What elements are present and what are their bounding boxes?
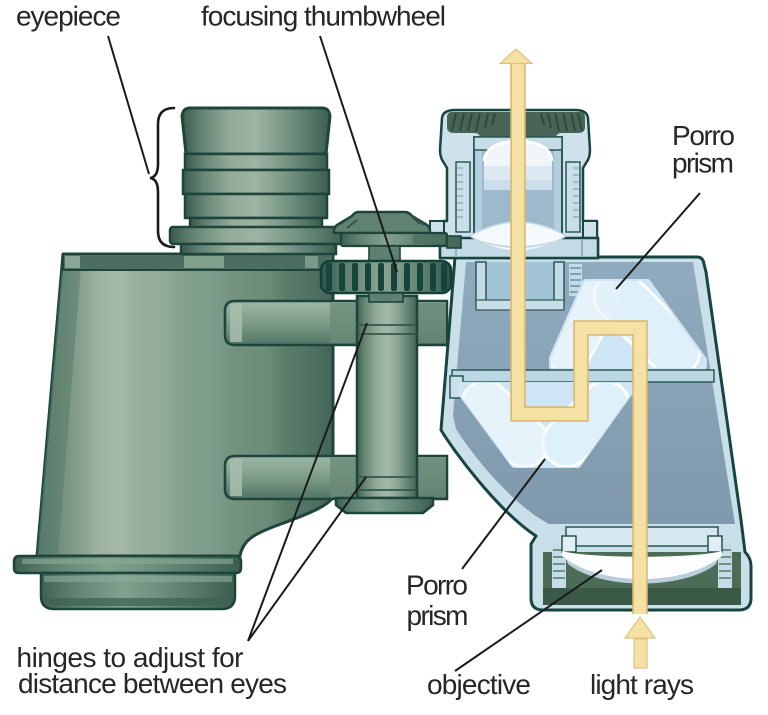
svg-text:prism: prism	[407, 600, 469, 631]
svg-text:hinges to adjust for: hinges to adjust for	[17, 642, 244, 673]
svg-text:light rays: light rays	[590, 669, 694, 700]
svg-text:eyepiece: eyepiece	[16, 1, 121, 32]
svg-text:focusing thumbwheel: focusing thumbwheel	[201, 1, 446, 32]
svg-text:distance between eyes: distance between eyes	[18, 668, 287, 699]
svg-text:prism: prism	[672, 148, 734, 179]
svg-text:objective: objective	[427, 669, 531, 700]
svg-text:Porro: Porro	[672, 120, 735, 151]
svg-text:Porro: Porro	[406, 570, 468, 601]
